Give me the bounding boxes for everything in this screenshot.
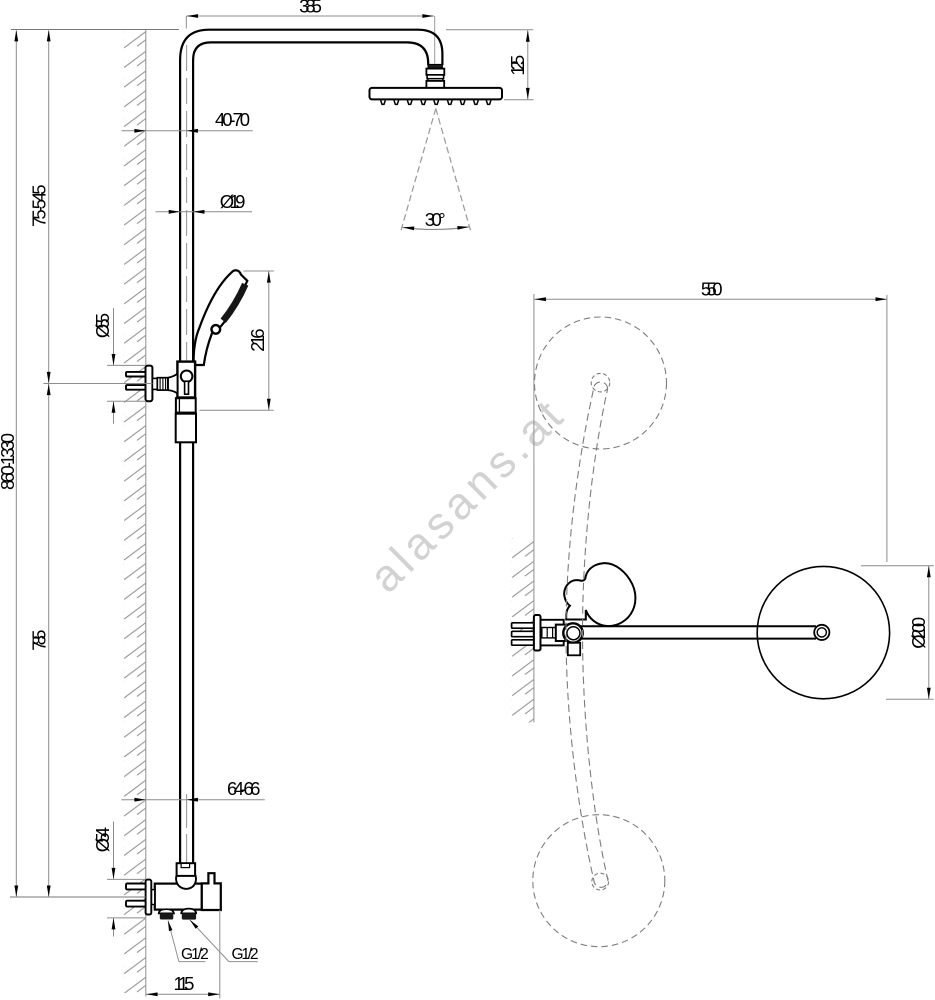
svg-text:Ø19: Ø19 (220, 191, 246, 212)
svg-text:alasans.at: alasans.at (359, 390, 572, 602)
svg-text:Ø200: Ø200 (908, 617, 929, 649)
svg-text:75-545: 75-545 (28, 184, 49, 227)
svg-text:385: 385 (299, 0, 322, 17)
svg-text:115: 115 (174, 973, 195, 994)
svg-text:125: 125 (507, 55, 528, 76)
svg-text:550: 550 (701, 279, 723, 300)
svg-text:Ø54: Ø54 (92, 827, 113, 852)
svg-text:785: 785 (28, 630, 49, 651)
svg-text:30°: 30° (425, 209, 446, 230)
svg-text:216: 216 (247, 328, 268, 351)
svg-text:40-70: 40-70 (215, 109, 250, 130)
svg-text:Ø55: Ø55 (92, 313, 113, 338)
svg-text:860-1330: 860-1330 (0, 433, 18, 490)
svg-text:64-66: 64-66 (227, 778, 261, 799)
svg-text:G1/2: G1/2 (232, 946, 259, 963)
svg-text:G1/2: G1/2 (181, 946, 209, 963)
